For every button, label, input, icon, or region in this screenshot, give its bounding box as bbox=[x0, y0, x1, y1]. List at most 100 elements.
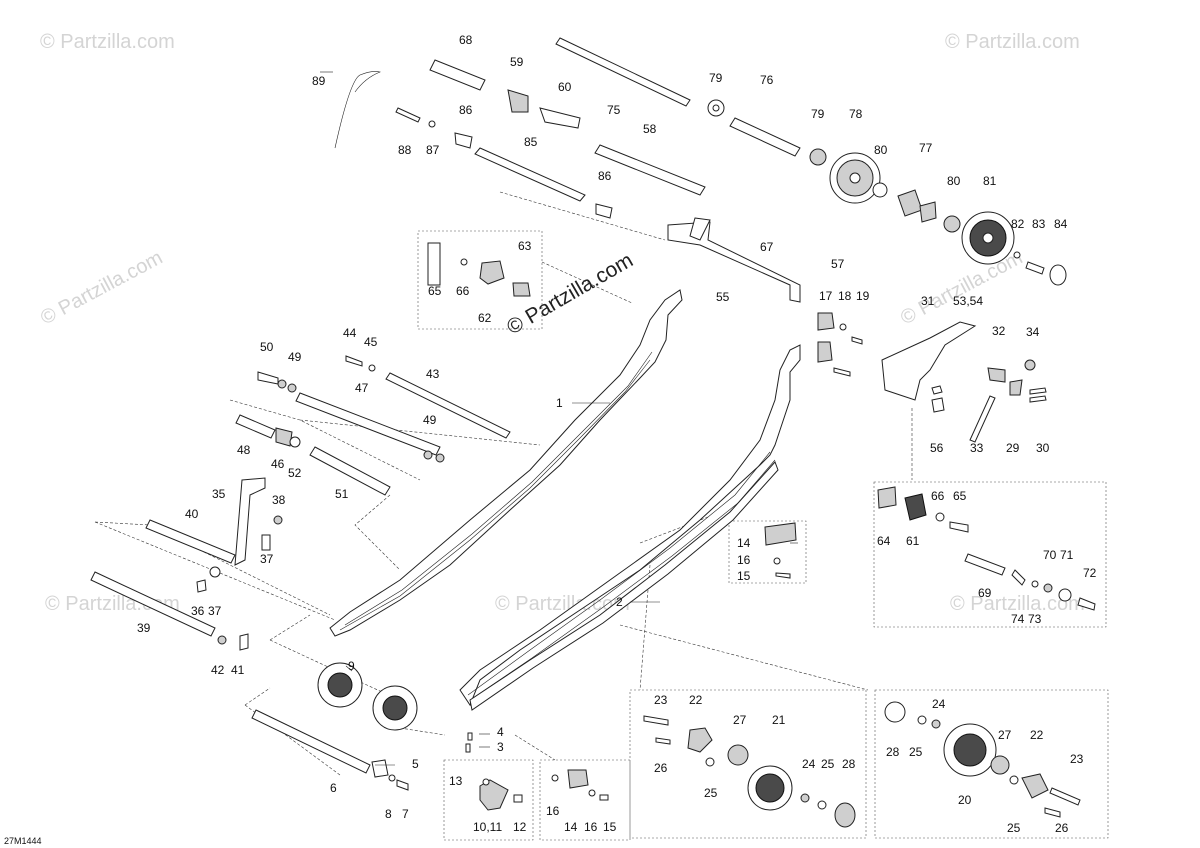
callout-71: 71 bbox=[1060, 548, 1074, 562]
callout-63: 63 bbox=[518, 239, 532, 253]
callout-79: 79 bbox=[709, 71, 723, 85]
callout-79: 79 bbox=[811, 107, 825, 121]
callout-16: 16 bbox=[546, 804, 560, 818]
callout-51: 51 bbox=[335, 487, 349, 501]
callout-34: 34 bbox=[1026, 325, 1040, 339]
callout-66: 66 bbox=[931, 489, 945, 503]
diagram-code: 27M1444 bbox=[4, 836, 42, 846]
callout-24: 24 bbox=[932, 697, 946, 711]
callout-82: 82 bbox=[1011, 217, 1025, 231]
callout-25: 25 bbox=[704, 786, 718, 800]
callout-68: 68 bbox=[459, 33, 473, 47]
callout-19: 19 bbox=[856, 289, 870, 303]
callout-40: 40 bbox=[185, 507, 199, 521]
callout-27: 27 bbox=[733, 713, 747, 727]
rail-1 bbox=[329, 289, 683, 637]
callout-23: 23 bbox=[654, 693, 668, 707]
callout-65: 65 bbox=[953, 489, 967, 503]
callout-25: 25 bbox=[821, 757, 835, 771]
callout-47: 47 bbox=[355, 381, 369, 395]
callout-36: 36 bbox=[191, 604, 205, 618]
callout-42: 42 bbox=[211, 663, 225, 677]
callout-26: 26 bbox=[1055, 821, 1069, 835]
callout-28: 28 bbox=[886, 745, 900, 759]
callout-78: 78 bbox=[849, 107, 863, 121]
callout-4: 4 bbox=[497, 725, 504, 739]
rail-2 bbox=[459, 344, 801, 711]
callout-48: 48 bbox=[237, 443, 251, 457]
callout-2: 2 bbox=[616, 595, 623, 609]
callout-86: 86 bbox=[459, 103, 473, 117]
callout-18: 18 bbox=[838, 289, 852, 303]
callout-41: 41 bbox=[231, 663, 245, 677]
watermark: © Partzilla.com bbox=[40, 31, 175, 53]
callout-62: 62 bbox=[478, 311, 492, 325]
callout-60: 60 bbox=[558, 80, 572, 94]
callout-17: 17 bbox=[819, 289, 833, 303]
callout-37: 37 bbox=[208, 604, 222, 618]
callout-13: 13 bbox=[449, 774, 463, 788]
callout-77: 77 bbox=[919, 141, 933, 155]
callout-53-54: 53,54 bbox=[953, 294, 983, 308]
callout-43: 43 bbox=[426, 367, 440, 381]
callout-29: 29 bbox=[1006, 441, 1020, 455]
callout-3: 3 bbox=[497, 740, 504, 754]
callout-22: 22 bbox=[1030, 728, 1044, 742]
callout-83: 83 bbox=[1032, 217, 1046, 231]
callout-72: 72 bbox=[1083, 566, 1097, 580]
callout-23: 23 bbox=[1070, 752, 1084, 766]
connector-lines bbox=[94, 191, 913, 776]
callout-45: 45 bbox=[364, 335, 378, 349]
callout-50: 50 bbox=[260, 340, 274, 354]
callout-12: 12 bbox=[513, 820, 527, 834]
shafts bbox=[90, 37, 1006, 774]
callout-20: 20 bbox=[958, 793, 972, 807]
callout-46: 46 bbox=[271, 457, 285, 471]
callout-15: 15 bbox=[737, 569, 751, 583]
callout-56: 56 bbox=[930, 441, 944, 455]
callout-67: 67 bbox=[760, 240, 774, 254]
callout-21: 21 bbox=[772, 713, 786, 727]
callout-14: 14 bbox=[737, 536, 751, 550]
callout-74: 74 bbox=[1011, 612, 1025, 626]
callout-32: 32 bbox=[992, 324, 1006, 338]
callout-9: 9 bbox=[348, 659, 355, 673]
watermark: © Partzilla.com bbox=[37, 247, 166, 330]
callout-89: 89 bbox=[312, 74, 326, 88]
detail-box-10-13 bbox=[443, 759, 534, 841]
callout-49: 49 bbox=[423, 413, 437, 427]
callout-14: 14 bbox=[564, 820, 578, 834]
watermark: © Partzilla.com bbox=[945, 31, 1080, 53]
callout-86: 86 bbox=[598, 169, 612, 183]
callout-87: 87 bbox=[426, 143, 440, 157]
callout-10-11: 10,11 bbox=[473, 820, 502, 834]
callout-7: 7 bbox=[402, 807, 409, 821]
detail-box-14-16 bbox=[728, 520, 807, 584]
callout-52: 52 bbox=[288, 466, 302, 480]
callout-81: 81 bbox=[983, 174, 997, 188]
watermark: © Partzilla.com bbox=[950, 593, 1085, 615]
callout-6: 6 bbox=[330, 781, 337, 795]
callout-88: 88 bbox=[398, 143, 412, 157]
callout-49: 49 bbox=[288, 350, 302, 364]
callout-16: 16 bbox=[584, 820, 598, 834]
callout-22: 22 bbox=[689, 693, 703, 707]
callout-80: 80 bbox=[947, 174, 961, 188]
callout-33: 33 bbox=[970, 441, 984, 455]
callout-57: 57 bbox=[831, 257, 845, 271]
callout-64: 64 bbox=[877, 534, 891, 548]
callout-25: 25 bbox=[909, 745, 923, 759]
callout-38: 38 bbox=[272, 493, 286, 507]
callout-59: 59 bbox=[510, 55, 524, 69]
callout-27: 27 bbox=[998, 728, 1012, 742]
callout-75: 75 bbox=[607, 103, 621, 117]
callout-66: 66 bbox=[456, 284, 470, 298]
callouts: 1 2 3 4 5 6 7 8 9 10,11 12 13 14 14 15 1… bbox=[137, 33, 1097, 835]
callout-61: 61 bbox=[906, 534, 920, 548]
callout-35: 35 bbox=[212, 487, 226, 501]
callout-85: 85 bbox=[524, 135, 538, 149]
callout-84: 84 bbox=[1054, 217, 1068, 231]
callout-39: 39 bbox=[137, 621, 151, 635]
watermark: © Partzilla.com bbox=[897, 247, 1026, 330]
